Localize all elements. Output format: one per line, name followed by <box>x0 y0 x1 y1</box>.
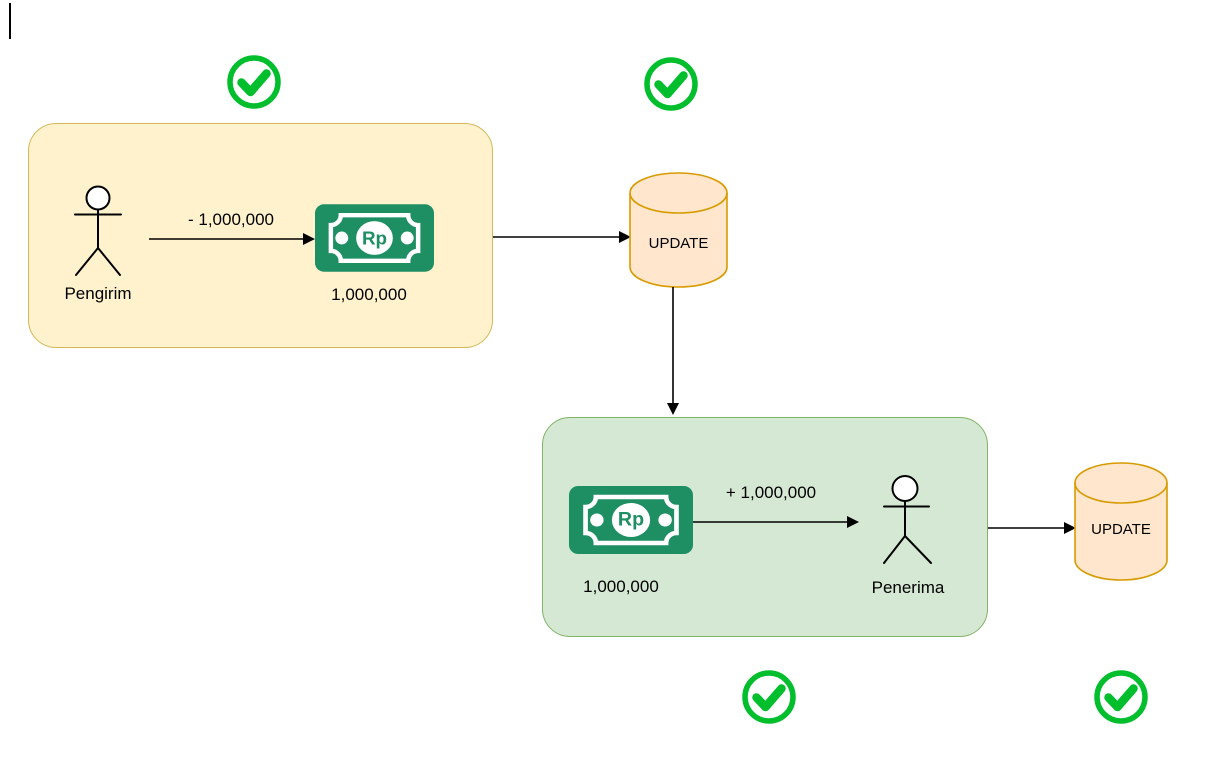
check-circle-icon-db2 <box>1094 670 1148 724</box>
connector-db1-to-receiver <box>667 287 679 415</box>
currency-symbol: Rp <box>618 510 644 531</box>
stick-figure-icon-receiver <box>883 475 932 564</box>
stray-vertical-line <box>9 3 11 39</box>
database-cylinder-2 <box>1074 462 1168 581</box>
stick-figure-icon-sender <box>74 185 122 276</box>
database-cylinder-1 <box>629 172 728 288</box>
check-circle-icon-db1 <box>644 57 698 111</box>
receiver-actor-label: Penerima <box>871 578 945 597</box>
receiver-transfer-amount-label: + 1,000,000 <box>725 483 817 502</box>
db2-update-label: UPDATE <box>1091 521 1151 538</box>
receiver-group-box: Rp 1,000,000 + 1,000,000 Penerima <box>542 417 988 637</box>
sender-actor-label: Pengirim <box>64 284 132 303</box>
check-circle-icon-sender <box>227 55 281 109</box>
check-circle-icon-receiver <box>742 670 796 724</box>
receiver-wallet-amount-label: 1,000,000 <box>583 577 659 596</box>
sender-wallet-amount-label: 1,000,000 <box>331 285 407 304</box>
connector-sender-to-db1 <box>493 231 631 243</box>
receiver-transfer-arrow <box>693 516 859 528</box>
connector-receiver-to-db2 <box>988 522 1076 534</box>
banknote-rp-icon-receiver: Rp <box>569 486 693 554</box>
currency-symbol: Rp <box>362 228 387 249</box>
banknote-rp-icon-sender: Rp <box>315 204 434 272</box>
db1-update-label: UPDATE <box>648 235 709 252</box>
sender-group-box: Pengirim - 1,000,000 Rp 1,000,000 <box>28 123 493 348</box>
sender-transfer-arrow <box>149 233 315 245</box>
sender-transfer-amount-label: - 1,000,000 <box>187 210 274 229</box>
